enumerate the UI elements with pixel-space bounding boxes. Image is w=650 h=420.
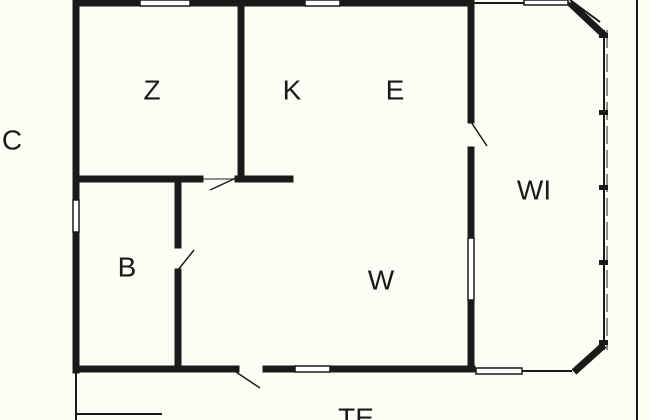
room-label-k: K (283, 74, 302, 105)
room-label-e: E (386, 74, 405, 105)
window-posts (599, 33, 608, 345)
room-label-wi: WI (517, 174, 551, 205)
room-label-w: W (368, 264, 395, 295)
room-label-b: B (118, 251, 137, 282)
main-walls (72, 0, 476, 374)
room-label-z: Z (143, 74, 160, 105)
windows (72, 0, 569, 375)
doors (177, 121, 488, 389)
room-label-c: C (2, 124, 22, 155)
room-label-te: TE (338, 402, 374, 420)
